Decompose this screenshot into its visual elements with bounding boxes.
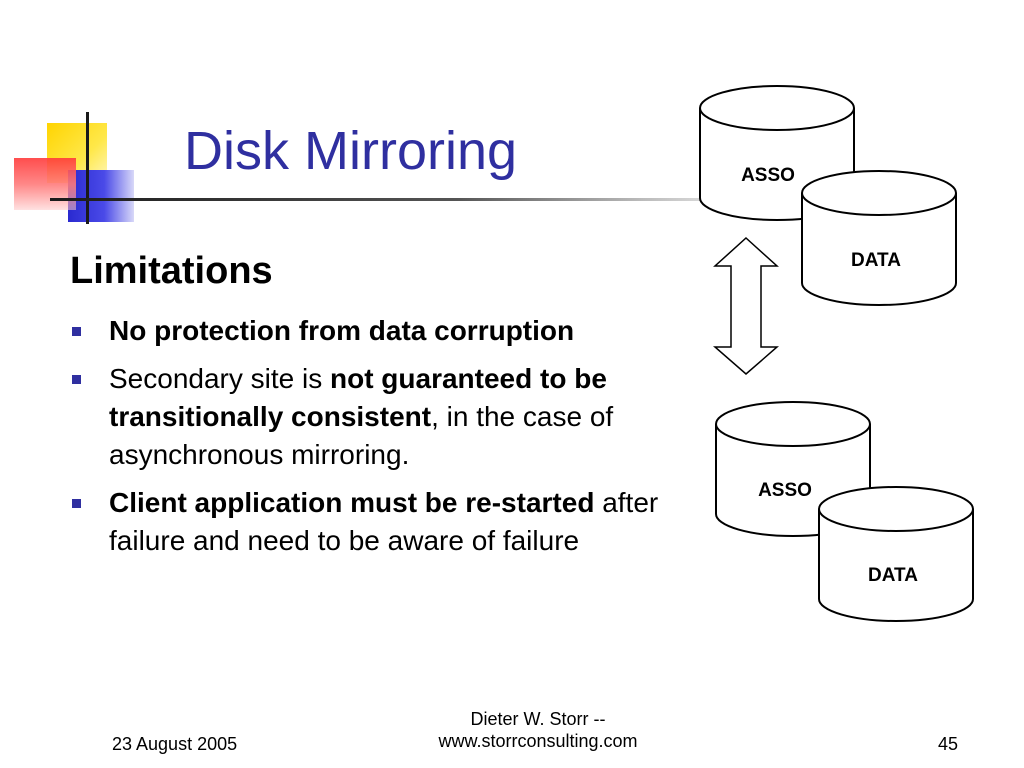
bullet-text: , in the case of asynchronous mirroring.: [109, 401, 614, 470]
primary-data-label: DATA: [851, 250, 901, 271]
secondary-data-cylinder: DATA: [818, 486, 974, 622]
bullet-text: Secondary site is: [109, 363, 330, 394]
logo-vertical-line: [86, 112, 89, 224]
secondary-asso-label: ASSO: [758, 480, 812, 501]
bullet-bold-text: Client application must be re-started: [109, 487, 595, 518]
logo-blue-square: [68, 170, 134, 222]
bullet-text: after failure and need to be aware of fa…: [109, 487, 659, 556]
sync-double-arrow-icon: [712, 236, 780, 375]
footer-page-number: 45: [938, 734, 959, 754]
logo-red-square: [14, 158, 76, 210]
bullet-item: No protection from data corruption: [72, 312, 712, 350]
bullet-list: No protection from data corruption Secon…: [72, 312, 712, 570]
footer-author: Dieter W. Storr -- www.storrconsulting.c…: [380, 708, 696, 752]
title-underline: [50, 198, 790, 201]
footer-author-website: www.storrconsulting.com: [438, 731, 638, 751]
footer-date: 23 August 2005: [112, 734, 238, 754]
slide-title: Disk Mirroring: [184, 121, 518, 181]
bullet-square-icon: [72, 499, 81, 508]
primary-data-cylinder: DATA: [801, 170, 957, 306]
section-heading: Limitations: [70, 250, 273, 292]
bullet-item: Client application must be re-started af…: [72, 484, 712, 560]
bullet-item: Secondary site is not guaranteed to be t…: [72, 360, 712, 474]
primary-asso-label: ASSO: [741, 165, 795, 186]
secondary-data-label: DATA: [868, 565, 918, 586]
bullet-square-icon: [72, 375, 81, 384]
footer-author-name: Dieter W. Storr --: [470, 709, 606, 729]
bullet-square-icon: [72, 327, 81, 336]
bullet-bold-text: No protection from data corruption: [109, 315, 575, 346]
bullet-bold-text: not guaranteed to be transitionally cons…: [109, 363, 607, 432]
